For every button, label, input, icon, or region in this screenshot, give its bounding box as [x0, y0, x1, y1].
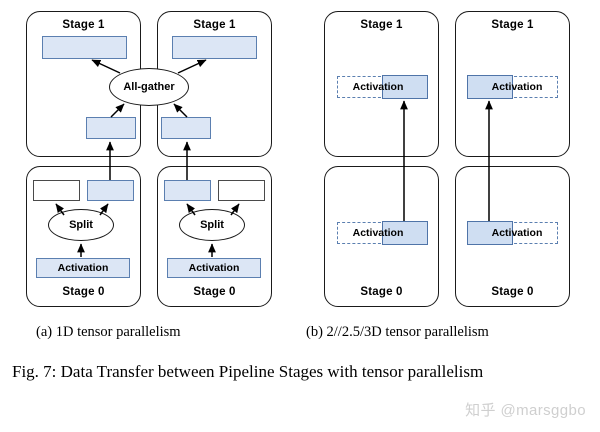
panel-a-device-1-shard-left: [164, 180, 211, 201]
panel-b-device-1-stage-0-local-shard: [467, 221, 513, 245]
all-gather-label: All-gather: [123, 81, 175, 93]
panel-a-device-0-activation: Activation: [36, 258, 130, 278]
panel-a-device-0-output-tensor: [42, 36, 127, 59]
panel-a-device-1-output-tensor: [172, 36, 257, 59]
panel-b-device-0-stage-1-local-shard: [382, 75, 428, 99]
panel-a-device-0-partial-tensor: [86, 117, 136, 139]
subcaption-b: (b) 2//2.5/3D tensor parallelism: [306, 324, 489, 340]
panel-a-device-1-shard-right: [218, 180, 265, 201]
watermark: 知乎 @marsggbo: [465, 402, 586, 419]
stage-label: Stage 0: [193, 286, 236, 298]
panel-a-device-1-split-node: Split: [179, 209, 245, 241]
stage-label: Stage 1: [193, 19, 236, 31]
panel-a-device-0-split-node: Split: [48, 209, 114, 241]
panel-a-device-1-activation: Activation: [167, 258, 261, 278]
panel-a-device-0-shard-left: [33, 180, 80, 201]
split-label: Split: [69, 219, 93, 231]
figure-caption: Fig. 7: Data Transfer between Pipeline S…: [12, 362, 484, 381]
panel-b-device-0-stage-0-local-shard: [382, 221, 428, 245]
diagram-area: Stage 1 Stage 1 All-gather Stage 0 Split…: [26, 11, 570, 307]
stage-label: Stage 0: [360, 286, 403, 298]
stage-label: Stage 1: [62, 19, 105, 31]
stage-label: Stage 0: [62, 286, 105, 298]
panel-a-device-0-shard-right: [87, 180, 134, 201]
panel-b-device-1-stage-1-local-shard: [467, 75, 513, 99]
activation-label: Activation: [188, 262, 240, 274]
subcaption-a: (a) 1D tensor parallelism: [36, 324, 181, 340]
stage-label: Stage 0: [491, 286, 534, 298]
activation-label: Activation: [57, 262, 109, 274]
stage-label: Stage 1: [491, 19, 534, 31]
split-label: Split: [200, 219, 224, 231]
panel-a-device-1-partial-tensor: [161, 117, 211, 139]
panel-a-all-gather-node: All-gather: [109, 68, 189, 106]
stage-label: Stage 1: [360, 19, 403, 31]
